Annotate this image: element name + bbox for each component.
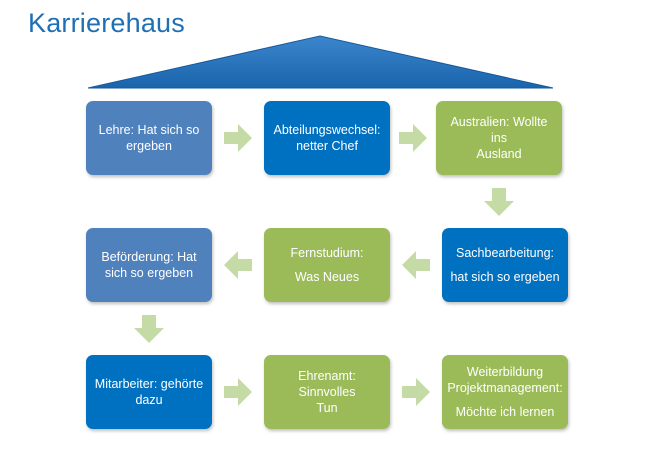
page-title: Karrierehaus (28, 8, 185, 38)
step-box-abteilungswechsel: Abteilungswechsel: netter Chef (264, 101, 390, 175)
step-box-label: Möchte ich lernen (455, 405, 555, 419)
step-box-label: Weiterbildung (466, 365, 544, 379)
step-box-label: Was Neues (294, 270, 360, 284)
flow-arrow-right-icon (402, 378, 430, 411)
step-box-label: ergeben (126, 139, 172, 153)
step-box-label: dazu (135, 393, 163, 407)
step-box-mitarbeiter: Mitarbeiter: gehörte dazu (86, 355, 212, 429)
roof-shape (87, 35, 554, 89)
flow-arrow-down-icon (134, 314, 164, 348)
step-box-label: Abteilungswechsel: (273, 123, 381, 137)
step-box-label: netter Chef (296, 139, 358, 153)
step-box-label: Australien: Wollte ins (450, 115, 548, 145)
flow-arrow-down-icon (484, 187, 514, 221)
flow-arrow-right-icon (399, 124, 427, 157)
flow-arrow-right-icon (224, 378, 252, 411)
step-box-befoerderung: Beförderung: Hat sich so ergeben (86, 228, 212, 302)
step-box-lehre: Lehre: Hat sich so ergeben (86, 101, 212, 175)
step-box-label: Lehre: Hat sich so (98, 123, 200, 137)
step-box-label: Projektmanagement: (447, 381, 563, 395)
step-box-sachbearbeitung: Sachbearbeitung: hat sich so ergeben (442, 228, 568, 302)
flow-arrow-right-icon (224, 124, 252, 157)
flow-arrow-left-icon (224, 251, 252, 284)
step-box-label: Mitarbeiter: gehörte (94, 377, 204, 391)
step-box-label: Tun (316, 401, 338, 415)
step-box-fernstudium: Fernstudium: Was Neues (264, 228, 390, 302)
flow-arrow-left-icon (402, 251, 430, 284)
step-box-label: Sachbearbeitung: (456, 246, 554, 260)
step-box-label: hat sich so ergeben (450, 270, 560, 284)
step-box-label: Fernstudium: (290, 246, 364, 260)
step-box-label: sich so ergeben (104, 266, 194, 280)
step-box-label: Ehrenamt: Sinnvolles (298, 369, 356, 399)
step-box-label: Ausland (476, 147, 522, 161)
step-box-label: Beförderung: Hat (101, 250, 197, 264)
